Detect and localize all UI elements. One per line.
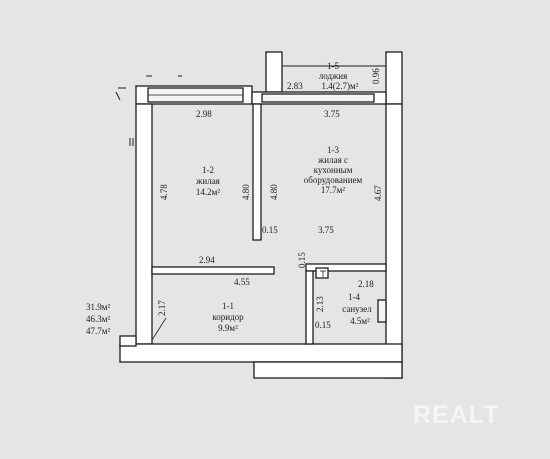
wall-right xyxy=(385,103,403,379)
dim-loggia-left: 2.83 xyxy=(287,81,303,91)
dim-living-bottom-width: 2.94 xyxy=(199,255,215,265)
dim-partition-left: 4.80 xyxy=(241,184,251,200)
dim-corridor-height: 2.17 xyxy=(157,300,167,316)
dim-corridor-width: 4.55 xyxy=(234,277,250,287)
room-corridor-number: 1-1 xyxy=(222,301,234,311)
room-living-name: жилая xyxy=(196,176,220,186)
vent-shaft xyxy=(315,267,329,279)
dim-partition-thickness-top: 0.15 xyxy=(262,225,278,235)
entrance-stub xyxy=(119,335,137,347)
dim-partition-right: 4.80 xyxy=(269,184,279,200)
wall-bottom-step xyxy=(253,361,403,379)
dim-top-right-width: 3.75 xyxy=(324,109,340,119)
room-kitchen-name-1: жилая с xyxy=(318,155,348,165)
dim-partition-thickness-mid: 0.15 xyxy=(297,252,307,268)
dim-loggia-right: 0.96 xyxy=(371,68,381,84)
total-living-area: 31.9м² xyxy=(86,302,111,312)
total-area: 46.3м² xyxy=(86,314,111,324)
room-corridor-area: 9.9м² xyxy=(218,323,238,333)
wall-edge-marks xyxy=(115,75,182,146)
room-living-number: 1-2 xyxy=(202,165,214,175)
dim-top-left-width: 2.98 xyxy=(196,109,212,119)
room-loggia-number: 1-5 xyxy=(327,61,339,71)
dim-kitchen-height: 4.67 xyxy=(373,185,383,201)
room-bathroom-number: 1-4 xyxy=(348,292,360,302)
room-bathroom-area: 4.5м² xyxy=(350,316,370,326)
room-kitchen-area: 17.7м² xyxy=(320,185,346,195)
walls xyxy=(119,51,403,379)
loggia-wall-left xyxy=(265,51,283,93)
window-top-right xyxy=(261,93,375,103)
bathroom-wall-left xyxy=(305,270,314,345)
room-kitchen-name-3: оборудованием xyxy=(303,175,363,185)
dim-bathroom-width: 2.18 xyxy=(358,279,374,289)
room-bathroom-name: санузел xyxy=(342,304,372,314)
room-kitchen-name-2: кухонным xyxy=(313,165,353,175)
dim-living-height: 4.78 xyxy=(159,184,169,200)
room-corridor-name: коридор xyxy=(212,312,244,322)
door-swing xyxy=(151,317,167,341)
loggia-wall-right xyxy=(385,51,403,105)
bathroom-wall-top xyxy=(305,263,387,272)
bathroom-window xyxy=(377,299,387,323)
dim-bathroom-height: 2.13 xyxy=(315,296,325,312)
room-loggia-name: лоджия xyxy=(318,71,348,81)
partition-vertical-top xyxy=(252,103,262,241)
wall-left xyxy=(135,103,153,345)
room-living-area: 14.2м² xyxy=(195,187,221,197)
area-totals: 31.9м² 46.3м² 47.7м² xyxy=(86,301,110,337)
dim-partition-thickness-bottom: 0.15 xyxy=(315,320,331,330)
room-kitchen-number: 1-3 xyxy=(327,145,339,155)
total-area-with-loggia: 47.7м² xyxy=(86,326,111,336)
partition-horizontal xyxy=(151,266,275,275)
dim-kitchen-bottom-width: 3.75 xyxy=(318,225,334,235)
room-loggia-area: 1.4(2.7)м² xyxy=(321,81,359,91)
wall-bottom xyxy=(119,343,403,363)
realt-watermark: REALT xyxy=(413,401,500,429)
